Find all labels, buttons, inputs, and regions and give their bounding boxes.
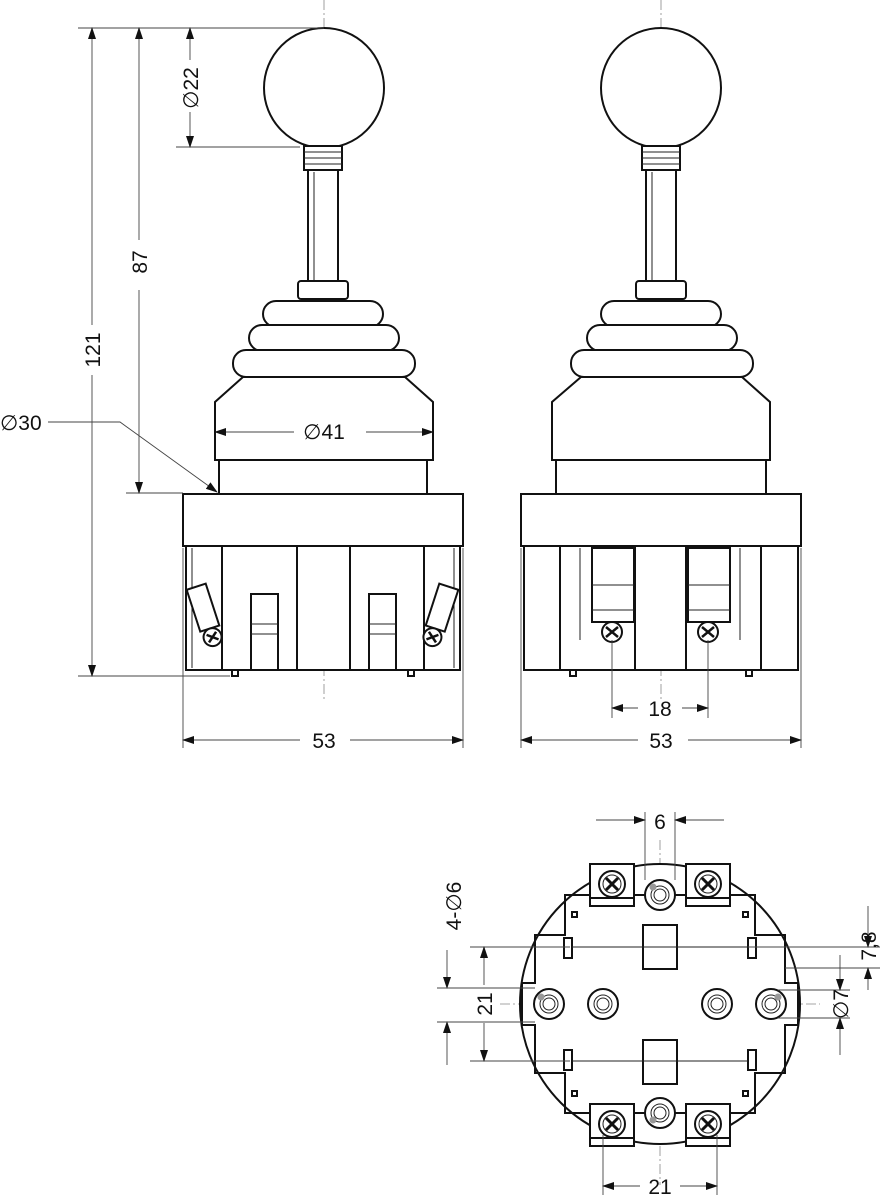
- base-block: [182, 493, 464, 547]
- dim-bottom-pitch: 21: [648, 1176, 671, 1199]
- dim-neck-diameter: ∅30: [0, 412, 42, 435]
- base-outline-circle: [519, 863, 801, 1145]
- dim-top-slot: 6: [654, 811, 666, 834]
- knob-ball-side: [600, 27, 722, 149]
- dim-total-height: 121: [82, 332, 105, 367]
- dim-terminal-pitch: 18: [648, 698, 671, 721]
- dim-lever-height: 87: [129, 250, 152, 273]
- lever-shaft: [307, 169, 339, 283]
- dimension-lines: [48, 27, 880, 1195]
- side-view: [520, 0, 802, 700]
- dim-mounting-holes: 4-∅6: [443, 882, 466, 931]
- dim-ball-diameter: ∅22: [180, 67, 203, 109]
- dim-offset: 7,8: [858, 931, 881, 960]
- dim-hole-diameter: ∅7: [830, 989, 853, 1019]
- knob-ball: [263, 27, 385, 149]
- dim-vertical-pitch: 21: [474, 992, 497, 1015]
- dim-width-left: 53: [312, 730, 335, 753]
- front-view: [182, 0, 464, 700]
- bottom-view: [500, 840, 820, 1185]
- dim-boot-diameter: ∅41: [303, 421, 345, 444]
- dim-width-right: 53: [649, 730, 672, 753]
